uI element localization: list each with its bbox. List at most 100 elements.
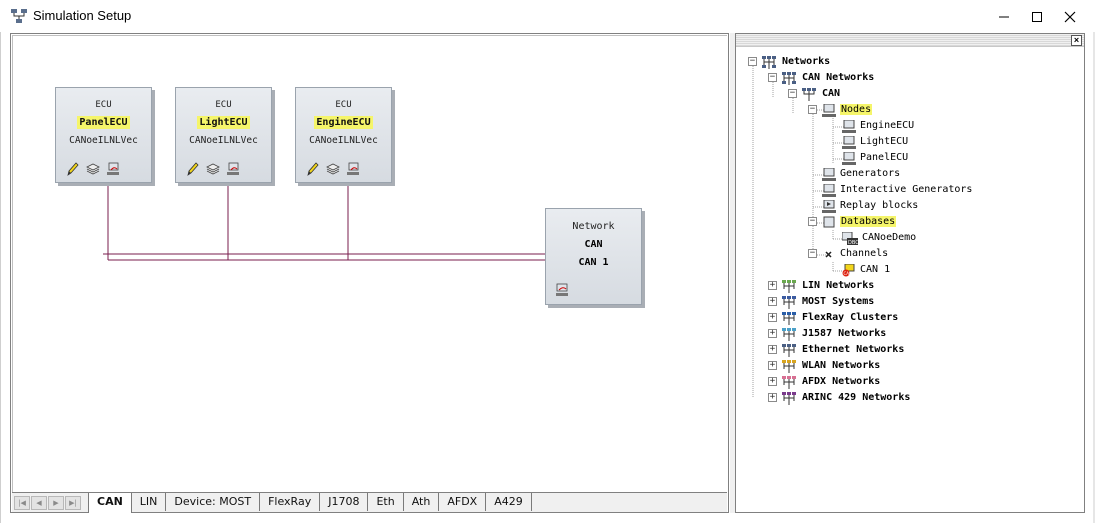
- ecu-label: ECU: [335, 100, 352, 110]
- tree-expander[interactable]: +: [768, 344, 777, 354]
- next-tab-button[interactable]: ▶: [48, 496, 64, 510]
- minimize-icon: [999, 16, 1009, 18]
- computer-icon: [842, 136, 856, 149]
- ecu-dll: CANoeILNLVec: [189, 135, 258, 146]
- tree-expander[interactable]: +: [768, 280, 777, 290]
- tree-expander[interactable]: −: [808, 248, 817, 258]
- maximize-button[interactable]: [1022, 6, 1052, 28]
- tree-expander[interactable]: +: [768, 328, 777, 338]
- tree-label: LIN Networks: [802, 280, 875, 291]
- network-node-can1[interactable]: Network CAN CAN 1: [545, 208, 642, 305]
- tree-label: PanelECU: [860, 152, 909, 163]
- ecu-dll: CANoeILNLVec: [309, 135, 378, 146]
- tree-expander[interactable]: +: [768, 360, 777, 370]
- minimize-button[interactable]: [989, 6, 1019, 28]
- wlan-network-icon: [782, 360, 796, 373]
- database-icon: DBC: [842, 232, 858, 245]
- tree-label: Generators: [840, 168, 901, 179]
- ecu-toolbar: [65, 161, 121, 177]
- tree-expander[interactable]: −: [748, 56, 757, 66]
- tab-afdx[interactable]: AFDX: [439, 493, 487, 511]
- stack-icon[interactable]: [205, 161, 221, 177]
- prev-icon: ◀: [36, 499, 42, 507]
- pencil-icon[interactable]: [65, 161, 81, 177]
- tab-a429[interactable]: A429: [486, 493, 532, 511]
- generator-icon: [822, 168, 836, 181]
- tree-expander[interactable]: −: [768, 72, 777, 82]
- network-type: CAN: [584, 239, 603, 250]
- tree-expander[interactable]: +: [768, 392, 777, 402]
- tree-label: Networks: [782, 56, 831, 67]
- ecu-node-lightecu[interactable]: ECU LightECU CANoeILNLVec: [175, 87, 272, 183]
- ecu-name: PanelECU: [77, 116, 130, 129]
- flexray-network-icon: [782, 312, 796, 325]
- ecu-toolbar: [185, 161, 241, 177]
- tree-expander[interactable]: −: [808, 216, 817, 226]
- tree-label: CAN: [822, 88, 841, 99]
- last-tab-button[interactable]: ▶|: [65, 496, 81, 510]
- tree-expander[interactable]: +: [768, 312, 777, 322]
- close-button[interactable]: [1055, 6, 1085, 28]
- bus-wires: [103, 186, 545, 261]
- tab-can[interactable]: CAN: [88, 493, 132, 513]
- tree-label: WLAN Networks: [802, 360, 881, 371]
- simulation-canvas[interactable]: ECU PanelECU CANoeILNLVec ECU LightECU C…: [12, 35, 727, 492]
- node-state-icon[interactable]: [225, 161, 241, 177]
- tree-label: Interactive Generators: [840, 184, 973, 195]
- network-icon: [762, 56, 776, 69]
- network-tree: − Networks − CAN Networks − CAN − Nodes …: [736, 48, 1084, 512]
- ecu-node-engineecu[interactable]: ECU EngineECU CANoeILNLVec: [295, 87, 392, 183]
- network-icon: [782, 72, 796, 85]
- pane-splitter[interactable]: [730, 33, 735, 513]
- tree-label: Channels: [840, 248, 889, 259]
- node-state-icon[interactable]: [345, 161, 361, 177]
- tab-j1708[interactable]: J1708: [320, 493, 369, 511]
- svg-text:DBC: DBC: [848, 240, 858, 245]
- computer-icon: [842, 152, 856, 165]
- network-tree-pane: ×: [735, 33, 1085, 513]
- simulation-pane: ECU PanelECU CANoeILNLVec ECU LightECU C…: [10, 33, 729, 513]
- ecu-name: LightECU: [197, 116, 250, 129]
- network-icon: [802, 88, 816, 101]
- node-state-icon[interactable]: [105, 161, 121, 177]
- lin-network-icon: [782, 280, 796, 293]
- tree-lines: [752, 66, 844, 398]
- network-state-icon[interactable]: [554, 282, 570, 298]
- tab-lin[interactable]: LIN: [132, 493, 167, 511]
- tree-expander[interactable]: −: [788, 88, 797, 98]
- tab-device-most[interactable]: Device: MOST: [166, 493, 261, 511]
- close-icon: [1064, 11, 1076, 23]
- maximize-icon: [1032, 12, 1042, 22]
- j1587-network-icon: [782, 328, 796, 341]
- tree-expander[interactable]: +: [768, 296, 777, 306]
- tree-expander[interactable]: +: [768, 376, 777, 386]
- tree-label: MOST Systems: [802, 296, 875, 307]
- ecu-label: ECU: [215, 100, 232, 110]
- network-icon: [11, 9, 27, 23]
- ecu-label: ECU: [95, 100, 112, 110]
- tree-label: FlexRay Clusters: [802, 312, 899, 323]
- close-icon: ×: [1073, 35, 1080, 45]
- tree-expander[interactable]: −: [808, 104, 817, 114]
- first-tab-button[interactable]: |◀: [14, 496, 30, 510]
- tree-label: Nodes: [840, 104, 873, 115]
- tab-flexray[interactable]: FlexRay: [260, 493, 321, 511]
- prev-tab-button[interactable]: ◀: [31, 496, 47, 510]
- tree-label: Replay blocks: [840, 200, 919, 211]
- title-bar: Simulation Setup: [0, 0, 1095, 32]
- bus-tab-bar: |◀ ◀ ▶ ▶| CAN LIN Device: MOST FlexRay J…: [12, 492, 727, 513]
- pencil-icon[interactable]: [305, 161, 321, 177]
- ecu-dll: CANoeILNLVec: [69, 135, 138, 146]
- tab-eth[interactable]: Eth: [368, 493, 404, 511]
- tree-label: CAN 1: [860, 264, 891, 275]
- tab-ath[interactable]: Ath: [404, 493, 440, 511]
- network-label: Network: [572, 221, 615, 232]
- stack-icon[interactable]: [325, 161, 341, 177]
- tree-label: CANoeDemo: [862, 232, 917, 243]
- ecu-node-panelecu[interactable]: ECU PanelECU CANoeILNLVec: [55, 87, 152, 183]
- tree-pane-header[interactable]: ×: [736, 34, 1084, 47]
- close-pane-button[interactable]: ×: [1071, 35, 1082, 46]
- pencil-icon[interactable]: [185, 161, 201, 177]
- stack-icon[interactable]: [85, 161, 101, 177]
- tree-label: ARINC 429 Networks: [802, 392, 911, 403]
